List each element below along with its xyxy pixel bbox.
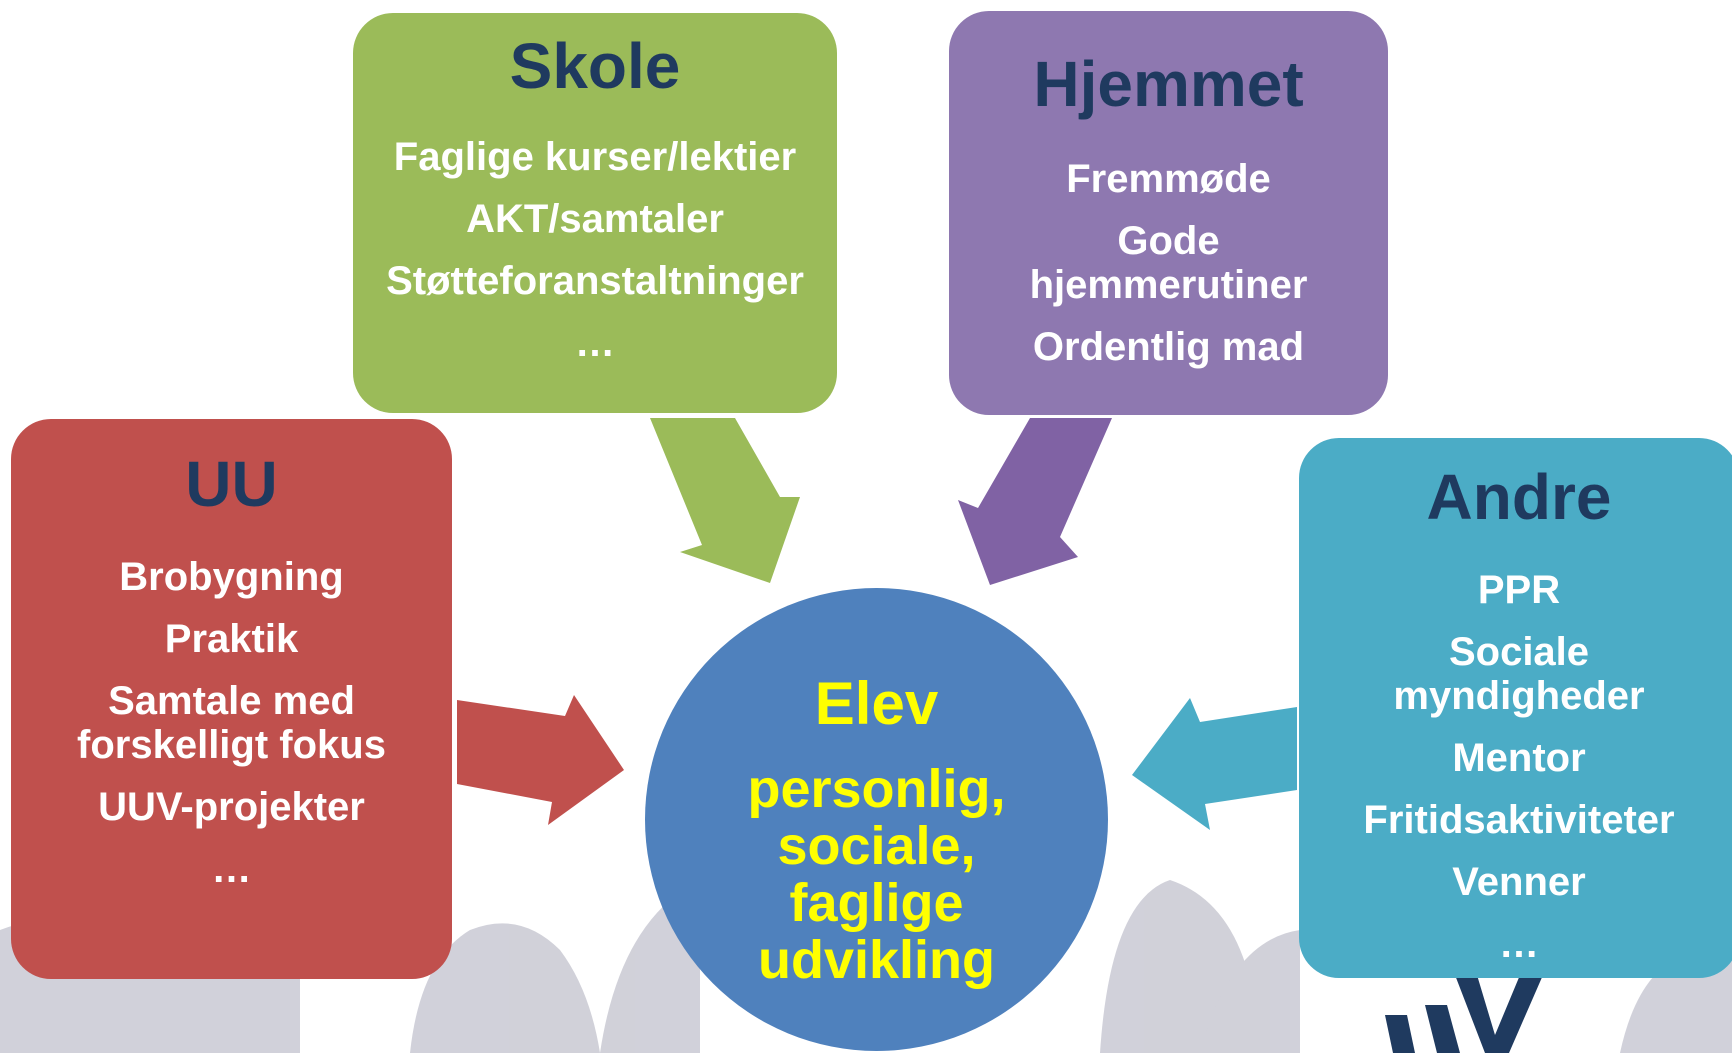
- hjemmet-box: Hjemmet Fremmøde Gode hjemmerutiner Orde…: [949, 11, 1388, 415]
- arrow-skole: [650, 418, 800, 583]
- uu-item: UUV-projekter: [98, 785, 365, 830]
- elev-line: faglige: [789, 872, 964, 933]
- elev-line: sociale,: [777, 815, 976, 876]
- skole-item: …: [575, 321, 615, 366]
- arrow-andre: [1132, 698, 1297, 830]
- uu-item: Samtale med forskelligt fokus: [77, 679, 386, 768]
- hjemmet-item: Fremmøde: [1066, 157, 1271, 202]
- uu-item: …: [211, 847, 252, 892]
- andre-item: Venner: [1452, 860, 1586, 905]
- elev-line: personlig,: [747, 758, 1006, 819]
- elev-line: udvikling: [757, 929, 995, 990]
- skole-item: Faglige kurser/lektier: [393, 135, 797, 180]
- skole-box: Skole Faglige kurser/lektier AKT/samtale…: [353, 13, 837, 413]
- elev-title: Elev: [814, 669, 939, 737]
- andre-item: PPR: [1477, 568, 1561, 613]
- andre-item: Sociale myndigheder: [1393, 630, 1645, 719]
- andre-item: …: [1499, 922, 1539, 967]
- skole-title: Skole: [509, 30, 681, 102]
- logo-icon: [1385, 975, 1543, 1053]
- elev-circle: Elev personlig, sociale, faglige udvikli…: [645, 588, 1108, 1051]
- hjemmet-item: Gode hjemmerutiner: [1029, 219, 1308, 308]
- arrow-hjemmet: [958, 418, 1112, 585]
- uu-box: UU Brobygning Praktik Samtale med forske…: [11, 419, 452, 979]
- uu-item: Praktik: [164, 617, 299, 662]
- skole-item: Støtteforanstaltninger: [386, 259, 804, 304]
- hjemmet-item: Ordentlig mad: [1032, 325, 1305, 370]
- arrow-uu: [457, 695, 624, 825]
- uu-item: Brobygning: [119, 555, 344, 600]
- andre-box: Andre PPR Sociale myndigheder Mentor Fri…: [1299, 438, 1732, 978]
- andre-title: Andre: [1426, 461, 1612, 533]
- andre-item: Mentor: [1452, 736, 1586, 781]
- skole-item: AKT/samtaler: [466, 197, 724, 242]
- hjemmet-title: Hjemmet: [1033, 48, 1304, 120]
- uu-title: UU: [185, 448, 278, 520]
- andre-item: Fritidsaktiviteter: [1363, 798, 1675, 843]
